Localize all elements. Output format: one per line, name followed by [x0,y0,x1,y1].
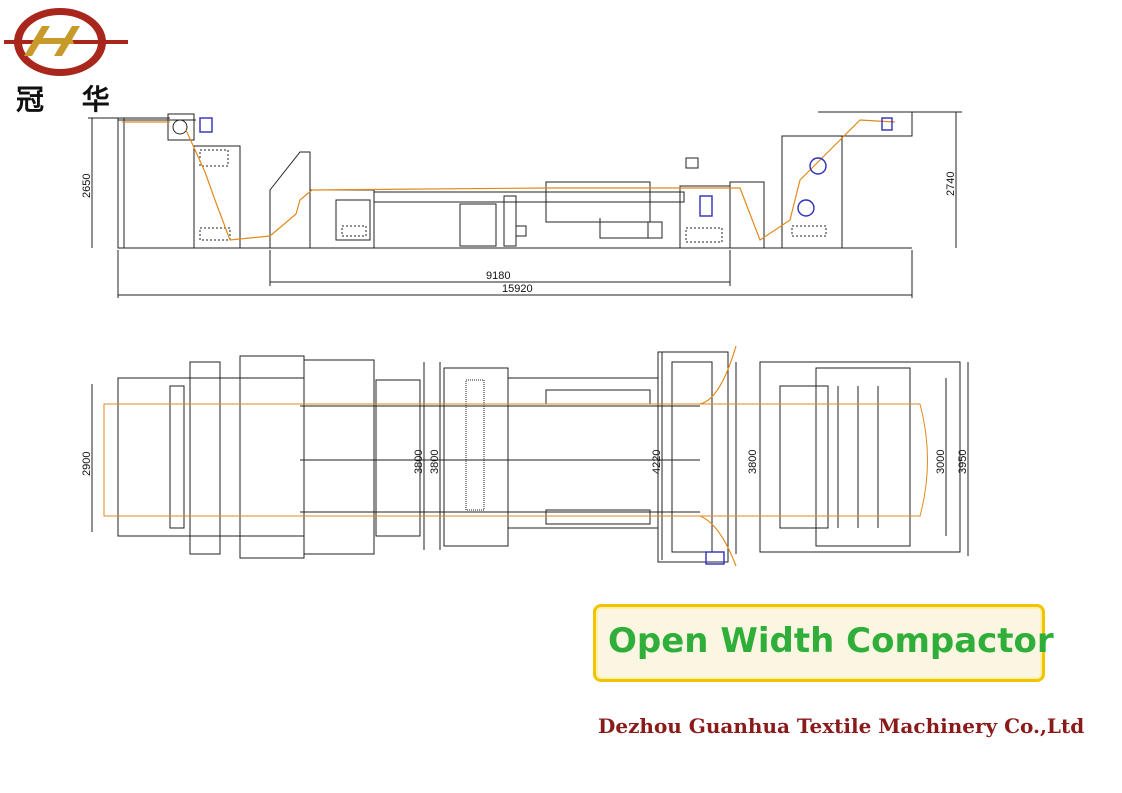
dim-right-height: 2740 [945,172,957,196]
dim-width-d: 3800 [747,450,759,474]
product-title-box: Open Width Compactor [593,604,1054,682]
plan-view [91,351,969,563]
dim-width-c: 4220 [651,450,663,474]
company-logo-icon [4,8,128,76]
logo-caption: 冠 华 [16,83,124,116]
dim-width-e: 3000 [935,450,947,474]
company-name: Dezhou Guanhua Textile Machinery Co.,Ltd [598,714,1085,738]
dim-total-length: 15920 [502,283,533,295]
dim-left-height: 2650 [81,174,93,198]
dim-width-total: 3950 [957,450,969,474]
side-elevation [88,111,962,298]
dim-left-width: 2900 [81,452,93,476]
machine-drawing: 2650 2740 9180 15920 2900 3800 3800 4220… [81,111,969,567]
dim-width-b: 3800 [429,450,441,474]
dim-inner-length: 9180 [486,270,510,282]
dim-width-a: 3800 [413,450,425,474]
product-title: Open Width Compactor [608,621,1054,661]
